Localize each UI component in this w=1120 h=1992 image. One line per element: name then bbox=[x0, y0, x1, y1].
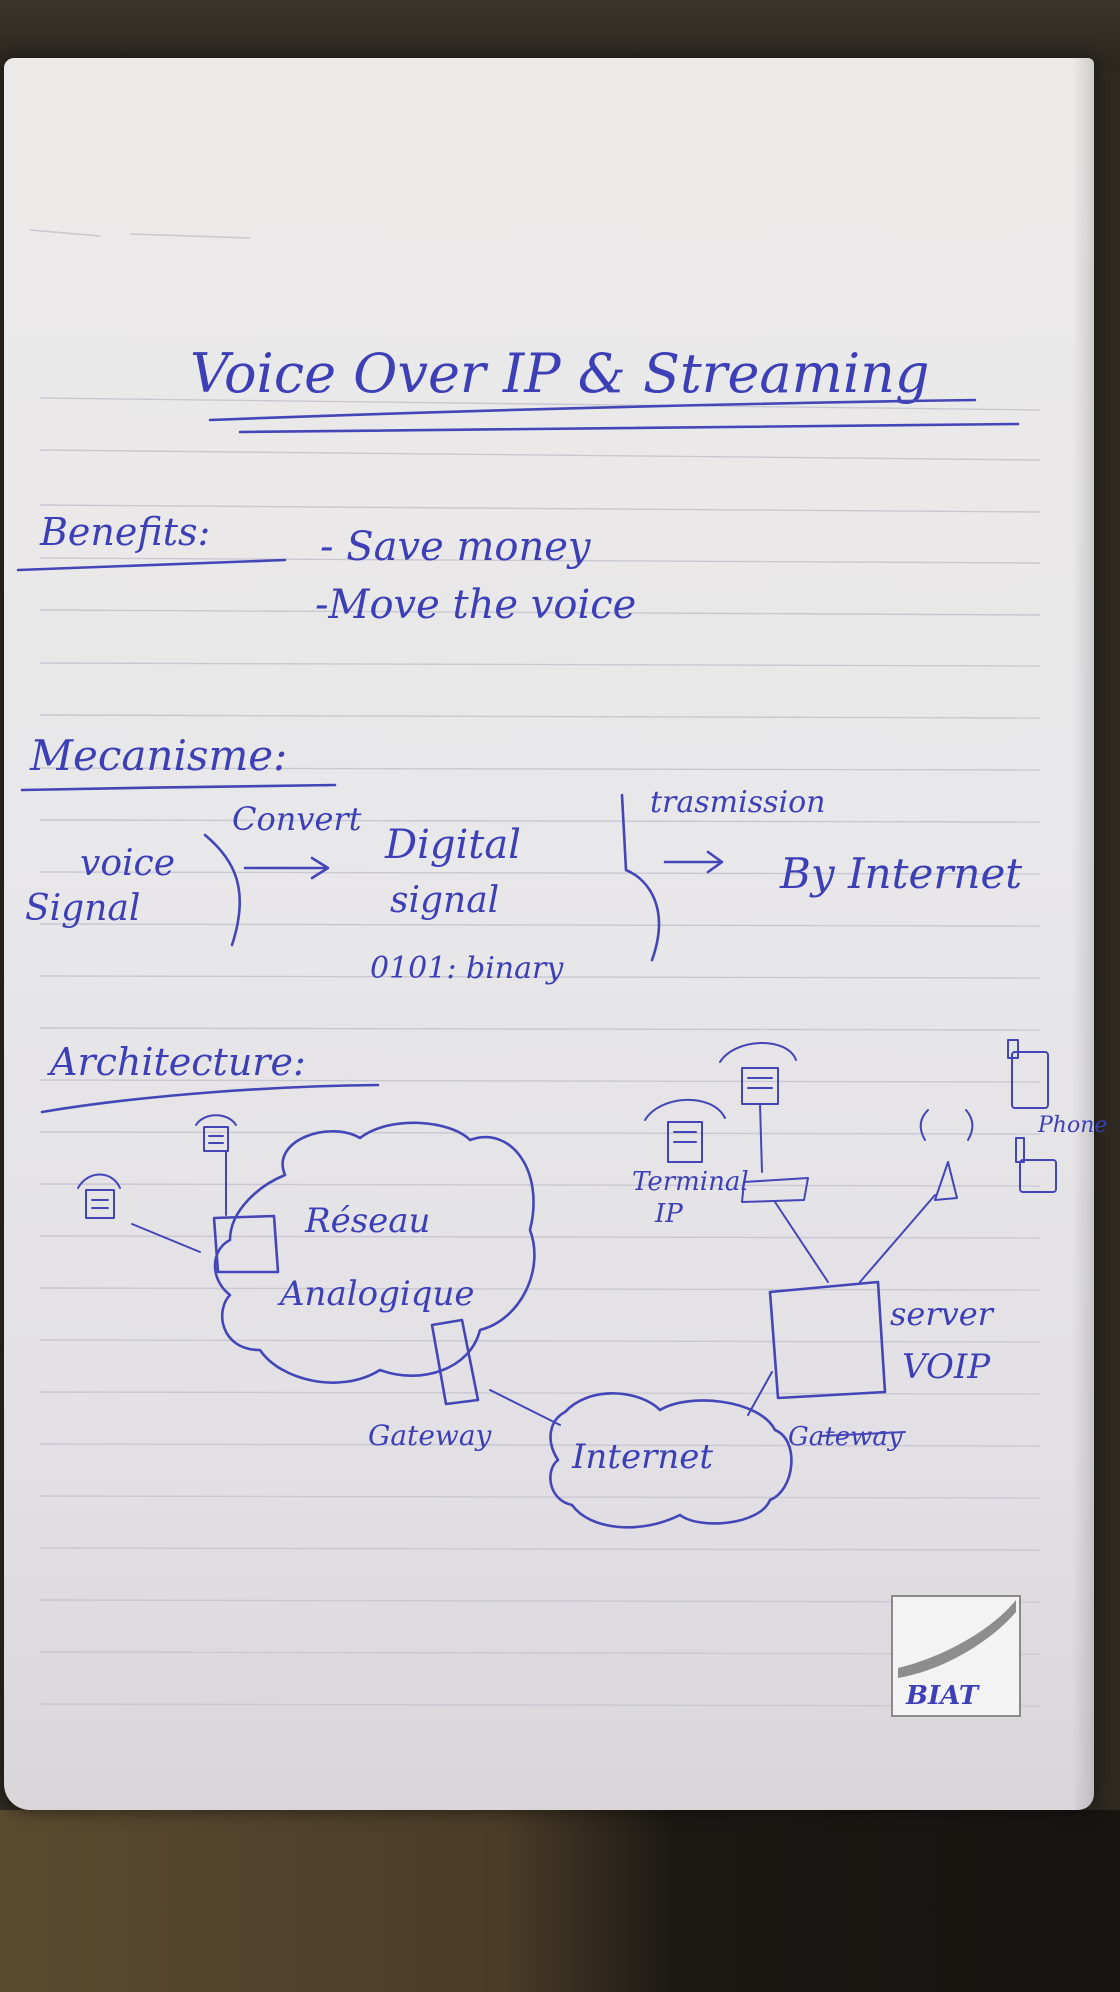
switch-box bbox=[212, 1214, 280, 1274]
server-box bbox=[768, 1280, 887, 1400]
terminal-link bbox=[774, 1201, 829, 1283]
benefit-item: - Save money bbox=[320, 524, 592, 570]
telephone-icon bbox=[77, 1173, 121, 1219]
convert-label: Convert bbox=[232, 800, 362, 838]
server-link bbox=[747, 1371, 773, 1416]
mobile-phone-icon bbox=[1007, 1039, 1049, 1109]
architecture-heading: Architecture: bbox=[47, 1040, 306, 1084]
voice-signal-text: Signal bbox=[25, 888, 140, 929]
binary-text: 0101: binary bbox=[370, 951, 564, 986]
telephone-icon bbox=[195, 1114, 237, 1152]
mecanisme-underline bbox=[20, 783, 337, 792]
page-edge-shadow bbox=[1072, 58, 1094, 1810]
ip-phone-icon bbox=[644, 1098, 726, 1163]
gateway-right-label: Gateway bbox=[788, 1422, 903, 1452]
benefits-underline bbox=[16, 558, 287, 572]
by-internet-text: By Internet bbox=[779, 849, 1022, 898]
internet-cloud bbox=[549, 1392, 793, 1529]
digital-signal-text: Digital bbox=[384, 822, 521, 868]
title-underline-2 bbox=[238, 422, 1020, 434]
biat-logo: BIAT bbox=[891, 1595, 1021, 1717]
page-title: Voice Over IP & Streaming bbox=[190, 342, 929, 405]
arrow-right-icon bbox=[243, 856, 330, 880]
gateway-box bbox=[430, 1318, 480, 1406]
phone-link bbox=[131, 1223, 201, 1253]
ruled-lines bbox=[29, 229, 1041, 1707]
bracket-right bbox=[620, 793, 661, 962]
strikethrough bbox=[819, 1431, 906, 1437]
transmission-label: trasmission bbox=[650, 785, 826, 820]
benefit-item: -Move the voice bbox=[315, 582, 636, 628]
antenna-link bbox=[859, 1194, 936, 1283]
desk-bottom bbox=[0, 1810, 1120, 1992]
notebook-page bbox=[4, 58, 1094, 1810]
terminal-label: Terminal bbox=[632, 1167, 749, 1197]
terminal-label: IP bbox=[654, 1199, 683, 1229]
voice-signal-text: voice bbox=[80, 843, 175, 884]
server-label: server bbox=[890, 1295, 995, 1333]
gateway-left-label: Gateway bbox=[368, 1419, 493, 1452]
bracket-left bbox=[203, 833, 241, 947]
mecanisme-heading: Mecanisme: bbox=[29, 731, 287, 780]
internet-label: Internet bbox=[571, 1437, 713, 1477]
reseau-label: Réseau bbox=[304, 1201, 430, 1241]
mobile-phone-icon bbox=[1015, 1137, 1057, 1193]
antenna-icon bbox=[919, 1109, 974, 1201]
server-label: VOIP bbox=[902, 1347, 991, 1387]
phone-label: Phone bbox=[1037, 1113, 1107, 1138]
ip-phone-icon bbox=[719, 1042, 797, 1173]
reseau-label: Analogique bbox=[277, 1274, 475, 1314]
title-underline bbox=[208, 398, 977, 422]
arrow-right-icon bbox=[663, 850, 724, 874]
biat-logo-text: BIAT bbox=[905, 1681, 980, 1711]
analog-network-cloud bbox=[213, 1121, 536, 1384]
architecture-underline bbox=[40, 1083, 380, 1114]
gateway-link bbox=[489, 1389, 561, 1426]
terminal-base bbox=[741, 1177, 809, 1203]
digital-signal-text: signal bbox=[390, 880, 499, 921]
benefits-heading: Benefits: bbox=[39, 510, 210, 554]
